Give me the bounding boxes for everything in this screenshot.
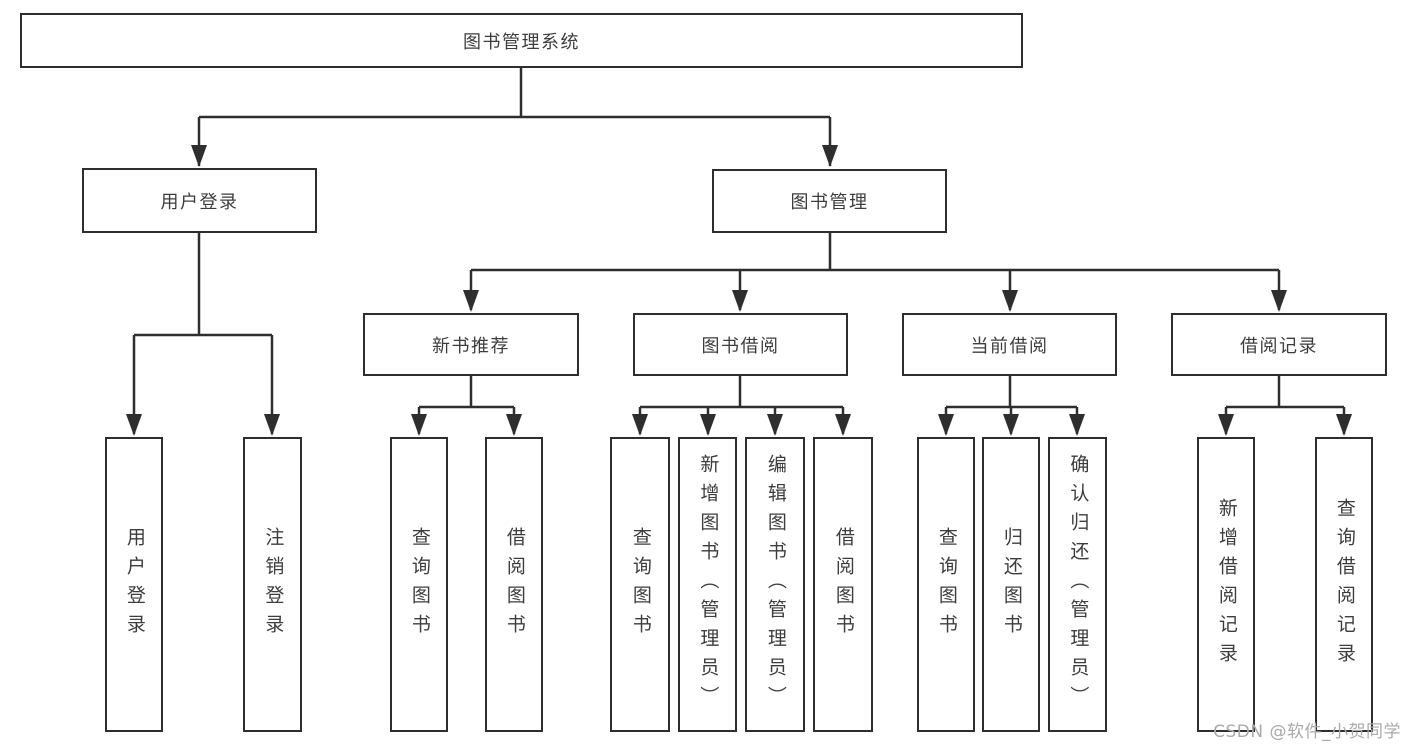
node-label: 借阅记录 — [1240, 335, 1318, 357]
arrow-down-icon — [463, 290, 479, 312]
leaf-user-login: 用户登录 — [105, 437, 163, 732]
node-label: 用户登录 — [123, 526, 146, 643]
arrowheads — [126, 145, 1352, 436]
arrow-down-icon — [700, 414, 716, 436]
node-new-book-recommendation: 新书推荐 — [363, 313, 579, 376]
node-library-management-system: 图书管理系统 — [20, 13, 1023, 68]
leaf-br-add-record: 新增借阅记录 — [1197, 437, 1255, 732]
watermark: CSDN @软件_小贺同学 — [1213, 722, 1401, 742]
node-label: 当前借阅 — [970, 335, 1049, 357]
leaf-bb-borrow-books: 借阅图书 — [813, 437, 873, 732]
node-label: 查询图书 — [629, 526, 652, 643]
node-label: 图书管理 — [790, 192, 869, 213]
node-borrowing-records: 借阅记录 — [1171, 313, 1387, 376]
leaf-cb-confirm-return-admin: 确认归还（管理员） — [1048, 437, 1107, 732]
arrow-down-icon — [732, 290, 748, 312]
arrow-down-icon — [1002, 290, 1018, 312]
connector-root-to-level2 — [197, 68, 832, 166]
node-user-login: 用户登录 — [82, 168, 317, 233]
node-label: 图书借阅 — [701, 335, 780, 357]
node-label: 借阅图书 — [503, 526, 526, 643]
leaf-nbr-borrow-books: 借阅图书 — [485, 437, 543, 732]
arrow-down-icon — [632, 414, 648, 436]
node-label: 确认归还（管理员） — [1067, 454, 1090, 715]
leaf-cb-return-books: 归还图书 — [982, 437, 1040, 732]
connector-new-book-rec-children — [417, 376, 516, 434]
arrow-down-icon — [506, 414, 522, 436]
node-label: 查询图书 — [408, 526, 431, 643]
node-label: 归还图书 — [1000, 526, 1023, 643]
arrow-down-icon — [835, 414, 851, 436]
node-current-borrowing: 当前借阅 — [902, 313, 1117, 376]
leaf-bb-edit-books-admin: 编辑图书（管理员） — [745, 437, 805, 732]
leaf-logout: 注销登录 — [243, 437, 302, 732]
node-book-management: 图书管理 — [712, 169, 947, 233]
node-label: 新书推荐 — [432, 335, 510, 357]
node-label: 新增图书（管理员） — [697, 454, 720, 715]
node-label: 编辑图书（管理员） — [764, 454, 787, 715]
node-label: 注销登录 — [262, 526, 285, 643]
node-book-borrowing: 图书借阅 — [633, 313, 848, 376]
connector-book-borrowing-children — [638, 376, 845, 434]
node-label: 新增借阅记录 — [1215, 497, 1238, 672]
arrow-down-icon — [1003, 414, 1019, 436]
node-label: 查询图书 — [935, 526, 958, 643]
leaf-br-query-record: 查询借阅记录 — [1315, 437, 1373, 732]
arrow-down-icon — [1336, 414, 1352, 436]
node-label: 查询借阅记录 — [1333, 497, 1356, 672]
connector-book-management-children — [469, 233, 1281, 310]
connector-borrowing-records-children — [1224, 376, 1346, 434]
arrow-down-icon — [264, 414, 280, 436]
leaf-nbr-query-books: 查询图书 — [390, 437, 448, 732]
leaf-cb-query-books: 查询图书 — [917, 437, 975, 732]
node-label: 用户登录 — [160, 191, 239, 213]
arrow-down-icon — [938, 414, 954, 436]
arrow-down-icon — [767, 414, 783, 436]
arrow-down-icon — [191, 145, 207, 167]
arrow-down-icon — [1069, 414, 1085, 436]
leaf-bb-add-books-admin: 新增图书（管理员） — [678, 437, 737, 732]
arrow-down-icon — [1271, 290, 1287, 312]
arrow-down-icon — [126, 414, 142, 436]
arrow-down-icon — [1218, 414, 1234, 436]
node-label: 借阅图书 — [832, 526, 855, 643]
arrow-down-icon — [411, 414, 427, 436]
leaf-bb-query-books: 查询图书 — [610, 437, 670, 732]
connector-user-login-children — [132, 233, 274, 434]
node-label: 图书管理系统 — [463, 31, 580, 53]
arrow-down-icon — [822, 145, 838, 167]
